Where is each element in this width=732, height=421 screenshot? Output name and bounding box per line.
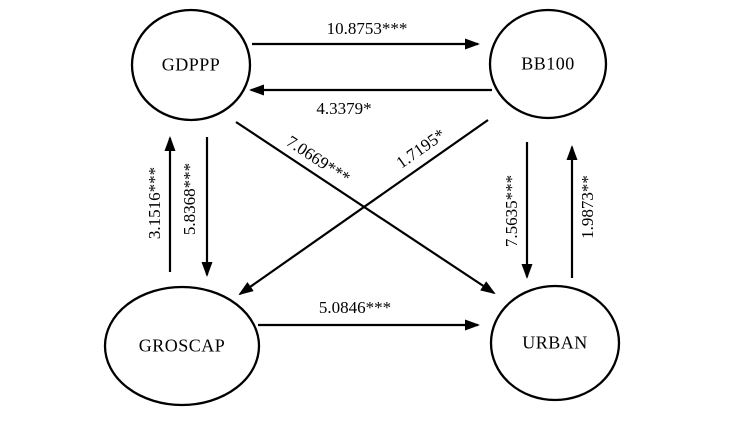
node-ellipse-bb100 bbox=[488, 8, 608, 120]
edge-label-gdppp-to-bb100: 10.8753*** bbox=[326, 19, 408, 38]
node-ellipse-urban bbox=[489, 284, 621, 402]
edge-label-groscap-to-urban: 5.0846*** bbox=[318, 298, 392, 317]
node-label-gdppp: GDPPP bbox=[161, 54, 221, 75]
edge-label-bb100-to-gdppp: 4.3379* bbox=[316, 99, 372, 118]
node-ellipse-gdppp bbox=[130, 8, 252, 122]
node-ellipse-groscap bbox=[103, 285, 261, 407]
edge-label-groscap-to-gdppp: 3.1516*** bbox=[145, 166, 164, 240]
edge-label-gdppp-to-groscap: 5.8368*** bbox=[180, 162, 199, 236]
edge-arrow-bb100-to-groscap bbox=[238, 119, 489, 296]
edge-label-urban-to-bb100: 1.9873** bbox=[578, 175, 597, 239]
node-label-groscap: GROSCAP bbox=[138, 335, 226, 356]
edge-label-bb100-to-urban: 7.5635*** bbox=[502, 174, 521, 248]
node-label-bb100: BB100 bbox=[521, 53, 575, 74]
node-label-urban: URBAN bbox=[522, 332, 588, 353]
